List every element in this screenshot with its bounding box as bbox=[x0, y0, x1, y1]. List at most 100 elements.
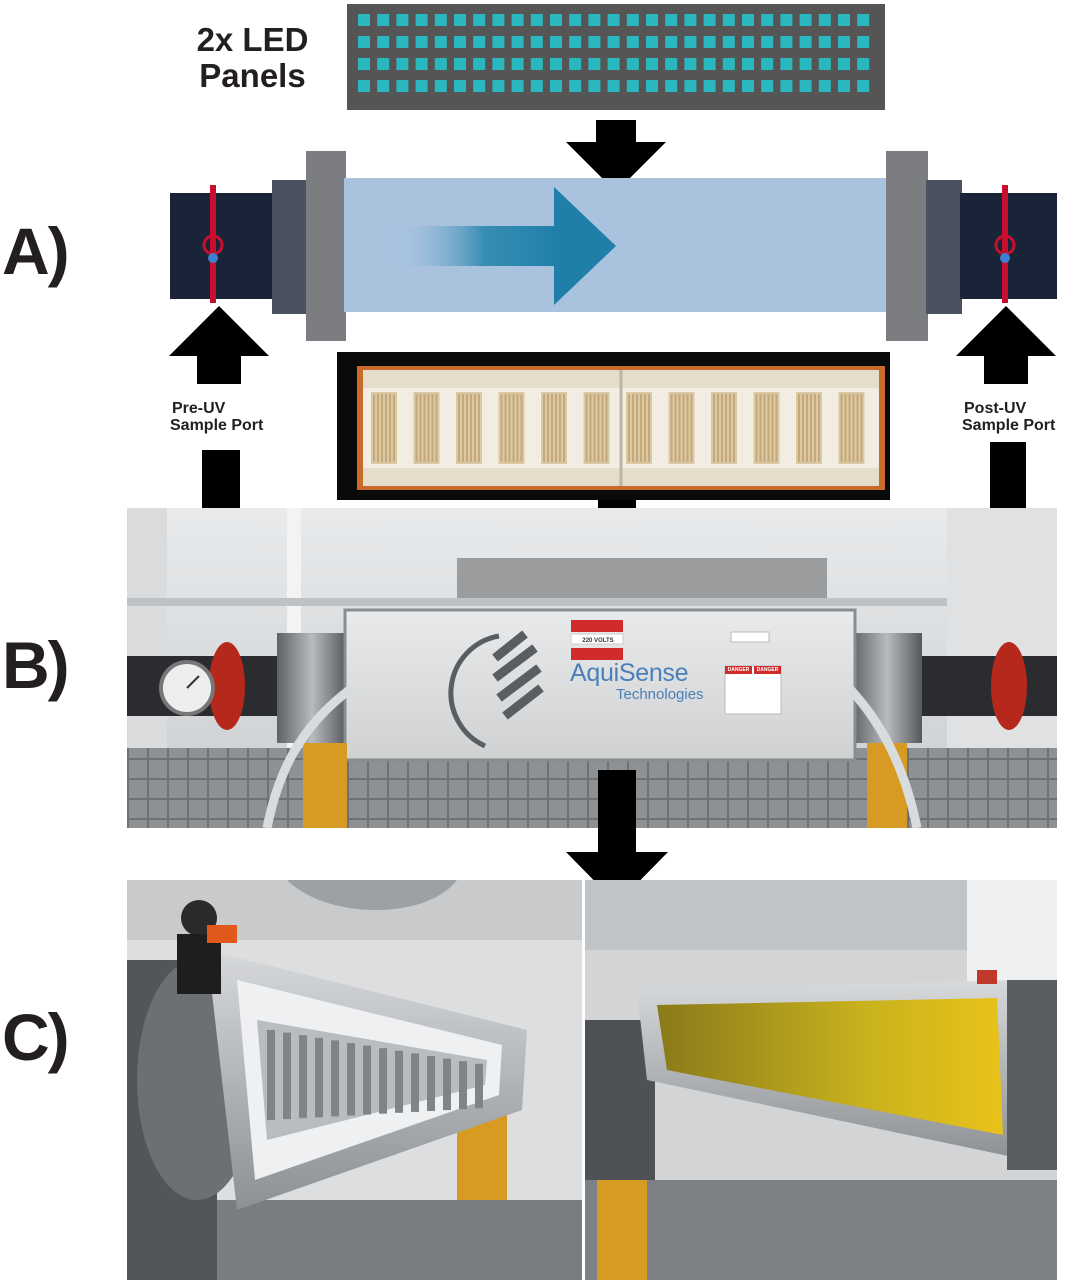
grate-bar bbox=[1047, 748, 1049, 828]
led-cell bbox=[838, 36, 850, 48]
led-strip-line bbox=[516, 394, 519, 462]
interior-led-strip bbox=[475, 1063, 483, 1109]
led-cell bbox=[377, 14, 390, 26]
led-strip-line bbox=[597, 394, 600, 462]
led-cell bbox=[684, 36, 697, 48]
led-strip-line bbox=[717, 394, 719, 462]
led-title-line2: Panels bbox=[199, 57, 306, 94]
flow-arrow bbox=[392, 187, 616, 305]
led-strip-line bbox=[551, 394, 553, 462]
grate-bar bbox=[667, 748, 669, 828]
led-cell bbox=[684, 80, 697, 92]
led-cell bbox=[607, 58, 620, 70]
led-cell bbox=[626, 14, 639, 26]
grate-bar bbox=[427, 748, 429, 828]
led-cell bbox=[377, 36, 390, 48]
led-strip-line bbox=[848, 394, 851, 462]
led-cell bbox=[626, 36, 639, 48]
led-strip-line bbox=[393, 394, 395, 462]
panel-label-b: B) bbox=[2, 628, 70, 702]
led-strip-line bbox=[818, 394, 820, 462]
led-cell bbox=[646, 58, 658, 70]
led-strip-line bbox=[458, 394, 460, 462]
led-cell bbox=[396, 58, 409, 70]
grate-bar bbox=[927, 748, 929, 828]
led-cell bbox=[742, 80, 754, 92]
led-strip-line bbox=[733, 394, 735, 462]
led-cell bbox=[569, 80, 582, 92]
led-cell bbox=[780, 80, 793, 92]
pre-uv-valve-icon bbox=[202, 185, 224, 303]
led-strip bbox=[456, 392, 482, 464]
led-strip-line bbox=[504, 394, 507, 462]
led-cell bbox=[550, 36, 562, 48]
reactor-brand: AquiSense Technologies bbox=[570, 660, 720, 703]
grate-bar bbox=[647, 748, 649, 828]
grate-bar bbox=[447, 748, 449, 828]
led-strip-line bbox=[628, 394, 630, 462]
led-cell bbox=[530, 14, 543, 26]
led-strip bbox=[838, 392, 865, 464]
led-strip-line bbox=[423, 394, 426, 462]
led-cell bbox=[722, 80, 735, 92]
brand-subtitle: Technologies bbox=[616, 686, 704, 703]
led-cell bbox=[377, 58, 390, 70]
interior-led-strip bbox=[331, 1040, 339, 1117]
led-strip-line bbox=[686, 394, 689, 462]
led-cell bbox=[473, 58, 486, 70]
interior-led-strip bbox=[283, 1032, 291, 1120]
led-cell bbox=[742, 36, 754, 48]
grate-bar bbox=[707, 748, 709, 828]
voltage-label: 220 VOLTS bbox=[582, 638, 614, 644]
grate-bar bbox=[467, 748, 469, 828]
led-strip-line bbox=[670, 394, 673, 462]
led-cell bbox=[492, 80, 505, 92]
led-cell bbox=[530, 58, 543, 70]
reactor-to-interior-arrow bbox=[566, 770, 668, 904]
floor-grating bbox=[127, 748, 1057, 828]
led-cell bbox=[684, 14, 697, 26]
led-strip-line bbox=[852, 394, 855, 462]
led-cell bbox=[607, 36, 620, 48]
led-cell bbox=[626, 80, 639, 92]
led-strip bbox=[711, 392, 737, 464]
led-strip-line bbox=[763, 394, 766, 462]
led-cell bbox=[838, 80, 850, 92]
led-strip-line bbox=[802, 394, 804, 462]
led-strip-line bbox=[601, 394, 604, 462]
led-cell bbox=[530, 80, 543, 92]
led-cell bbox=[511, 36, 524, 48]
led-cell bbox=[588, 58, 601, 70]
led-cell bbox=[434, 58, 447, 70]
interior-led-strip bbox=[427, 1056, 435, 1111]
grate-bar bbox=[587, 748, 589, 828]
grate-bar bbox=[547, 748, 549, 828]
led-strip-line bbox=[636, 394, 638, 462]
grate-bar bbox=[487, 748, 489, 828]
led-cell bbox=[473, 14, 486, 26]
interior-led-strip bbox=[379, 1048, 387, 1114]
led-cell bbox=[550, 14, 562, 26]
led-strip-line bbox=[377, 394, 379, 462]
panel-label-a: A) bbox=[2, 214, 70, 288]
led-strip-line bbox=[856, 394, 859, 462]
led-cell bbox=[818, 58, 831, 70]
grate-bar bbox=[227, 748, 229, 828]
led-strip-line bbox=[419, 394, 422, 462]
led-cell bbox=[454, 80, 466, 92]
led-strip-line bbox=[589, 394, 592, 462]
led-strip bbox=[796, 392, 822, 464]
grate-bar bbox=[167, 748, 169, 828]
right-pipe bbox=[960, 193, 1057, 299]
led-strip-line bbox=[563, 394, 565, 462]
post-uv-up-arrow bbox=[956, 306, 1056, 384]
led-strip-line bbox=[605, 394, 608, 462]
grate-bar bbox=[507, 748, 509, 828]
led-cell bbox=[550, 58, 562, 70]
led-strip-line bbox=[520, 394, 523, 462]
interior-led-strip bbox=[395, 1050, 403, 1113]
left-coupling bbox=[272, 180, 308, 314]
led-cell bbox=[569, 14, 582, 26]
grate-bar bbox=[127, 748, 129, 828]
led-strip-line bbox=[755, 394, 758, 462]
